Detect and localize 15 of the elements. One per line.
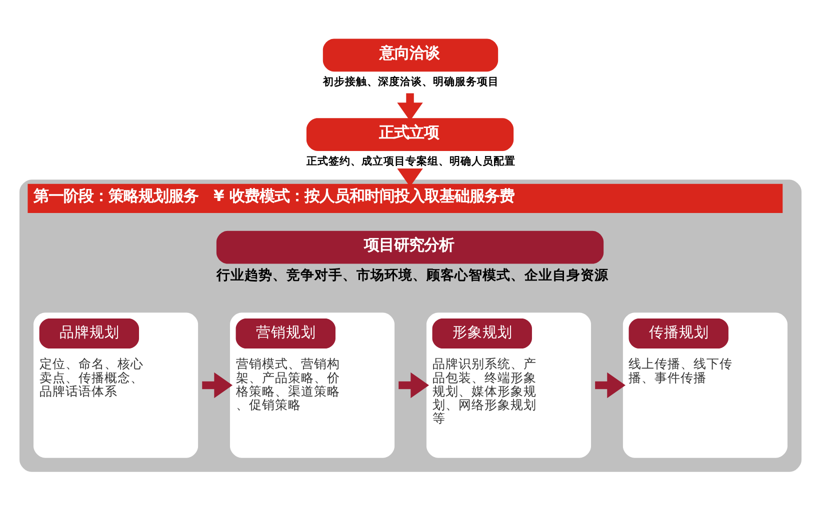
node-label: 初步接触、深度洽谈、明确服务项目: [322, 74, 499, 88]
arrow: [397, 92, 423, 120]
node-box: 形象规划 品牌识别系统、产品包装、终端形象规划、媒体形象规划、网络形象规划等: [426, 312, 591, 458]
arrow: [398, 372, 430, 398]
arrow: [595, 372, 626, 398]
node-box: 项目研究分析: [216, 230, 604, 264]
node-label: 正式签约、成立项目专案组、明确人员配置: [306, 154, 516, 167]
node-box: 意向洽谈: [322, 38, 498, 72]
arrow: [202, 372, 233, 398]
node-box: 品牌规划 定位、命名、核心卖点、传播概念、品牌话语体系: [34, 312, 198, 458]
node-box: 营销规划 营销模式、营销构架、产品策略、价格策略、渠道策略、促销策略: [230, 312, 395, 458]
node-label: 行业趋势、竞争对手、市场环境、顾客心智模式、企业自身资源: [216, 266, 608, 283]
arrow: [397, 168, 423, 186]
node-box: 传播规划 线上传播、线下传播、事件传播: [622, 312, 788, 458]
node-box: 正式立项: [306, 118, 514, 151]
